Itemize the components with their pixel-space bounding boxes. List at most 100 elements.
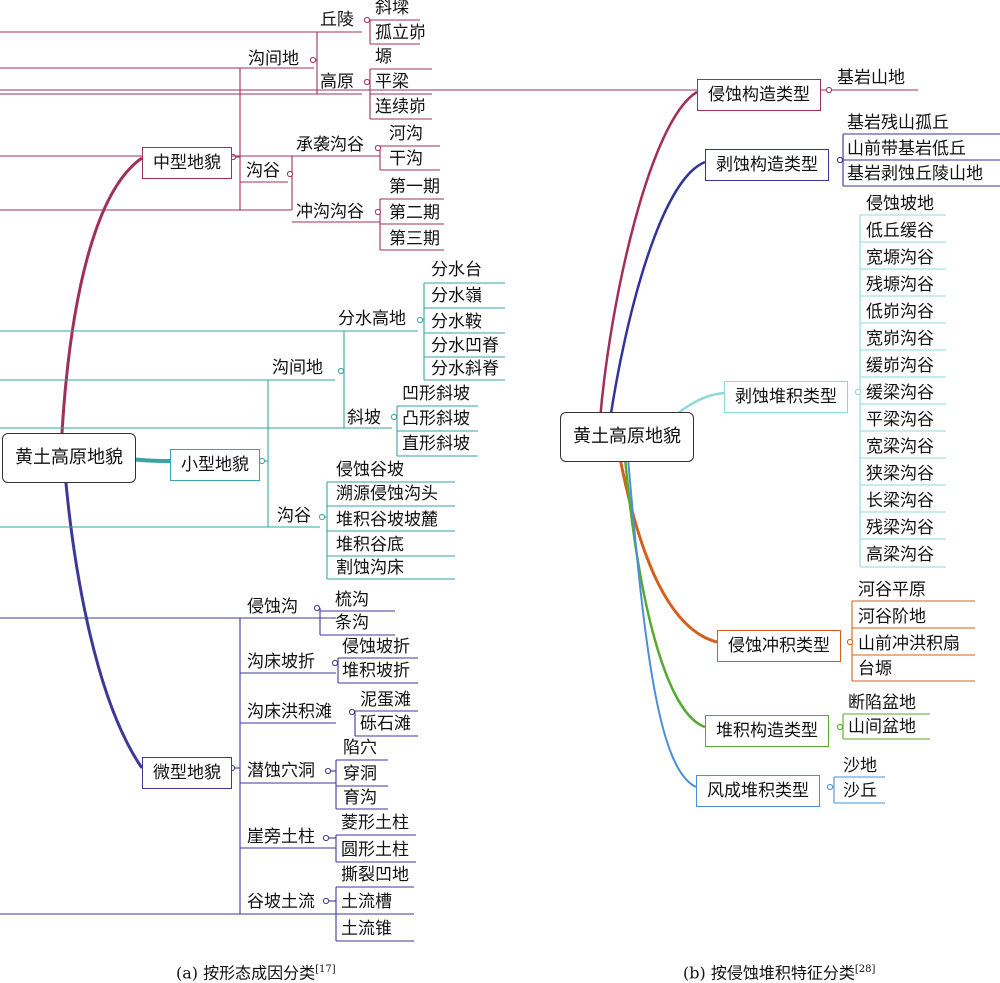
leaf-small-fenshui-1: 分水嶺 [431,286,482,306]
root-node-b: 黄土高原地貌 [560,412,694,462]
connector-dot [337,367,345,375]
leaf-small-fenshui-3: 分水凹脊 [431,336,499,356]
leaf-b-4-0: 断陷盆地 [848,693,916,713]
node-mid-gou-jian: 沟间地 [248,49,299,69]
leaf-mid-qiuling-0: 斜墚 [375,0,409,18]
node-mid-cheng-xi: 承袭沟谷 [296,135,364,155]
leaf-micro-5-2: 土流锥 [341,919,392,939]
leaf-small-xiepo-1: 凸形斜坡 [402,409,470,429]
leaf-b-4-1: 山间盆地 [848,717,916,737]
node-b-group-2: 剥蚀堆积类型 [724,381,848,413]
connector-dot [309,56,317,64]
leaf-b-1-1: 山前带基岩低丘 [847,139,966,159]
leaf-micro-0-0: 梳沟 [335,590,369,610]
connector-dot [324,767,332,775]
connector-dot [826,783,834,791]
leaf-b-3-0: 河谷平原 [858,580,926,600]
connector-dot [258,457,266,465]
connector-dot [836,156,844,164]
connector-dot [416,316,424,324]
connector-dot [322,834,330,842]
node-mid-landform: 中型地貌 [142,147,232,179]
leaf-b-2-9: 宽梁沟谷 [866,437,934,457]
connector-dot [313,604,321,612]
leaf-micro-3-0: 陷穴 [343,738,377,758]
node-small-fen-shui: 分水高地 [338,309,406,329]
connector-dot [390,413,398,421]
node-small-xie-po: 斜坡 [347,408,381,428]
node-b-group-3: 侵蚀冲积类型 [717,630,841,662]
node-micro-group-4: 崖旁土柱 [247,827,315,847]
leaf-mid-chonggou-0: 第一期 [389,177,440,197]
connector-dot [363,16,371,24]
leaf-micro-0-1: 条沟 [335,613,369,633]
leaf-b-2-5: 宽峁沟谷 [866,329,934,349]
leaf-b-1-2: 基岩剥蚀丘陵山地 [847,164,983,184]
leaf-small-fenshui-0: 分水台 [431,260,482,280]
leaf-micro-3-1: 穿洞 [343,764,377,784]
node-micro-group-0: 侵蚀沟 [247,597,298,617]
leaf-b-2-10: 狭梁沟谷 [866,464,934,484]
leaf-mid-chengxi-0: 河沟 [389,124,423,144]
node-small-landform: 小型地貌 [170,449,260,481]
leaf-micro-1-1: 堆积坡折 [342,661,410,681]
leaf-b-3-3: 台塬 [858,659,892,679]
leaf-b-2-7: 缓梁沟谷 [866,383,934,403]
node-micro-landform: 微型地貌 [142,757,232,789]
leaf-b-2-8: 平梁沟谷 [866,410,934,430]
leaf-b-3-1: 河谷阶地 [858,607,926,627]
node-small-gou-gu: 沟谷 [277,506,311,526]
leaf-b-1-0: 基岩残山孤丘 [847,113,949,133]
connector-dot [331,659,339,667]
branch-curve-mid [60,156,143,434]
branch-curve-micro [60,432,144,769]
leaf-small-xiepo-0: 凹形斜坡 [402,384,470,404]
leaf-small-fenshui-4: 分水斜脊 [431,359,499,379]
branch-curve-b5 [623,457,706,729]
leaf-b-2-2: 宽塬沟谷 [866,248,934,268]
connector-dot [836,723,844,731]
leaf-small-fenshui-2: 分水鞍 [431,312,482,332]
node-mid-chong-gou: 冲沟沟谷 [296,202,364,222]
leaf-micro-5-1: 土流槽 [341,892,392,912]
leaf-micro-4-1: 圆形土柱 [341,840,409,860]
node-micro-group-5: 谷坡土流 [247,892,315,912]
leaf-b-2-0: 侵蚀坡地 [866,194,934,214]
node-mid-gao-yuan: 高原 [320,72,354,92]
branch-curve-b1 [598,90,698,421]
connector-dot [348,708,356,716]
node-b-group-0: 侵蚀构造类型 [697,79,821,111]
leaf-b-2-6: 缓峁沟谷 [866,356,934,376]
connector-dot [363,78,371,86]
leaf-b-2-3: 残塬沟谷 [866,275,934,295]
node-b-group-4: 堆积构造类型 [705,715,829,747]
leaf-small-gougu-0: 侵蚀谷坡 [336,460,404,480]
node-b-group-1: 剥蚀构造类型 [705,149,829,181]
leaf-small-gougu-1: 溯源侵蚀沟头 [336,484,438,504]
connector-dot [374,208,382,216]
connector-dot [846,638,854,646]
leaf-b-0-0: 基岩山地 [837,68,905,88]
leaf-small-gougu-3: 堆积谷底 [336,535,404,555]
leaf-mid-qiuling-1: 孤立峁 [375,23,426,43]
leaf-b-3-2: 山前冲洪积扇 [858,634,960,654]
branch-curve-b4 [618,457,718,644]
node-micro-group-2: 沟床洪积滩 [247,702,332,722]
connector-dot [854,388,862,396]
leaf-b-5-1: 沙丘 [843,781,877,801]
connector-dot [825,86,833,94]
leaf-b-2-12: 残梁沟谷 [866,518,934,538]
leaf-b-2-4: 低峁沟谷 [866,302,934,322]
root-node-a: 黄土高原地貌 [2,433,136,483]
leaf-micro-2-1: 砾石滩 [360,714,411,734]
leaf-micro-2-0: 泥蛋滩 [360,690,411,710]
leaf-micro-4-0: 菱形土柱 [341,813,409,833]
node-b-group-5: 风成堆积类型 [696,775,820,807]
leaf-small-xiepo-2: 直形斜坡 [402,434,470,454]
leaf-small-gougu-2: 堆积谷坡坡麓 [336,510,438,530]
node-micro-group-3: 潜蚀穴洞 [247,761,315,781]
leaf-micro-1-0: 侵蚀坡折 [342,637,410,657]
leaf-b-2-1: 低丘缓谷 [866,221,934,241]
